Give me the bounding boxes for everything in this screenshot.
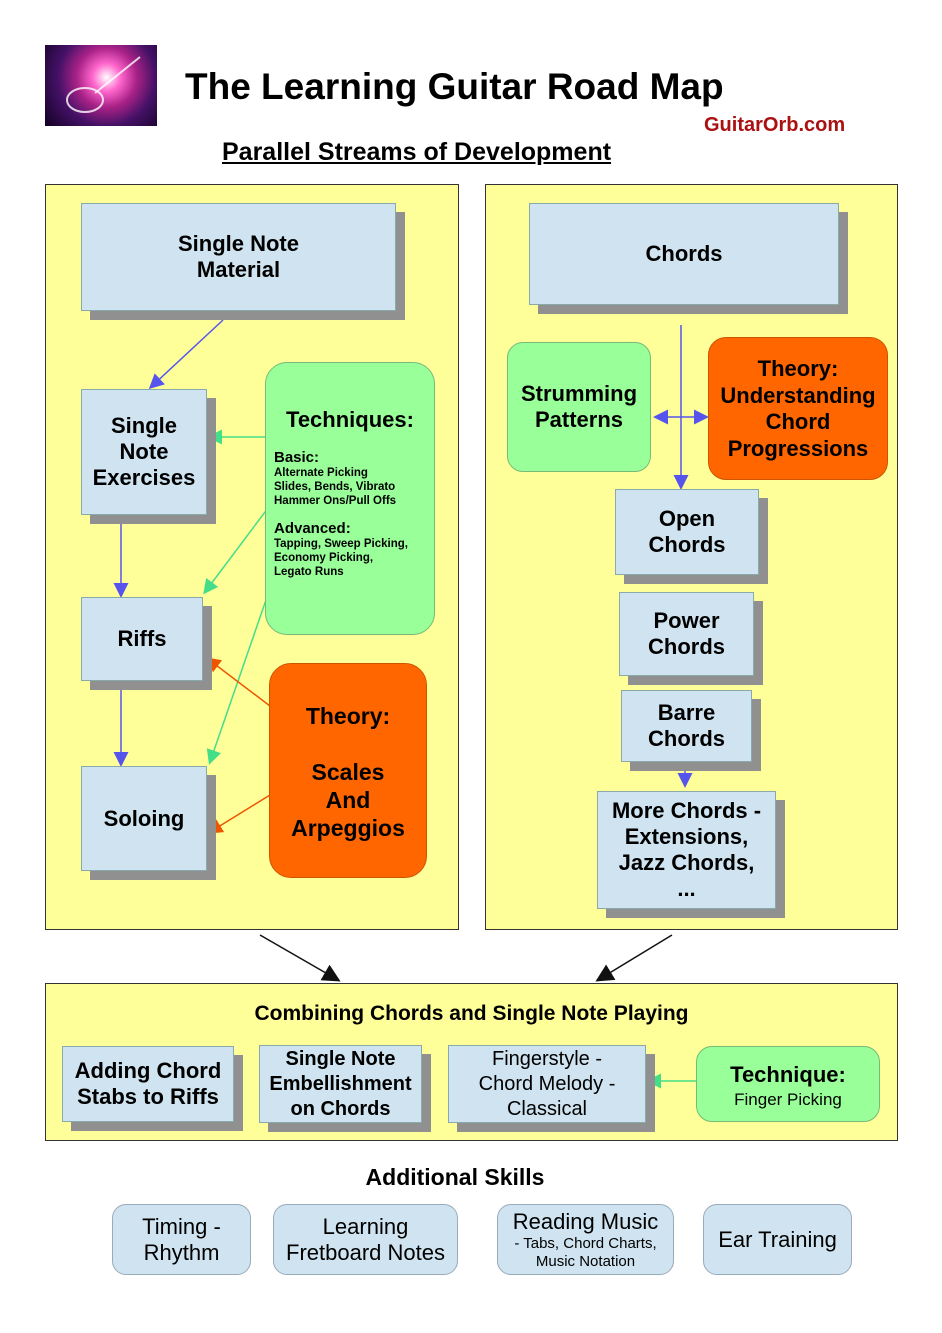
- site-name: GuitarOrb.com: [704, 114, 846, 136]
- finger-picking-body: Finger Picking: [734, 1090, 842, 1109]
- arrow: [595, 934, 673, 982]
- combining-title: Combining Chords and Single Note Playing: [254, 1002, 689, 1025]
- fingerstyle-box: Fingerstyle - Chord Melody - Classical: [448, 1045, 646, 1123]
- more-chords-box: More Chords - Extensions, Jazz Chords, .…: [597, 791, 776, 909]
- guitar-logo-icon: [45, 45, 157, 126]
- page-title: The Learning Guitar Road Map: [185, 66, 724, 107]
- chords-box: Chords: [529, 203, 839, 305]
- scales-theory-box: Theory: Scales And Arpeggios: [269, 663, 427, 878]
- techniques-box: Techniques: Basic: Alternate Picking Sli…: [265, 362, 435, 635]
- techniques-basic-items: Alternate Picking Slides, Bends, Vibrato…: [274, 467, 397, 507]
- techniques-title: Techniques:: [286, 407, 414, 432]
- barre-chords-box: Barre Chords: [621, 690, 752, 762]
- power-chords-box: Power Chords: [619, 592, 754, 676]
- additional-skills-title: Additional Skills: [365, 1164, 545, 1190]
- soloing-box: Soloing: [81, 766, 207, 871]
- single-note-material-box: Single Note Material: [81, 203, 396, 311]
- arrow: [203, 507, 269, 595]
- arrow: [205, 657, 271, 707]
- riffs-box: Riffs: [81, 597, 203, 681]
- scales-theory-title: Theory:: [305, 703, 391, 729]
- reading-music-sub: - Tabs, Chord Charts, Music Notation: [514, 1234, 657, 1270]
- arrow: [148, 319, 224, 390]
- strumming-patterns-box: Strumming Patterns: [507, 342, 651, 472]
- timing-rhythm-box: Timing - Rhythm: [112, 1204, 251, 1275]
- single-note-exercises-box: Single Note Exercises: [81, 389, 207, 515]
- open-chords-box: Open Chords: [615, 489, 759, 575]
- finger-picking-technique-box: Technique: Finger Picking: [696, 1046, 880, 1122]
- embellishment-box: Single Note Embellishment on Chords: [259, 1045, 422, 1123]
- arrow: [259, 934, 341, 982]
- chord-theory-box: Theory: Understanding Chord Progressions: [708, 337, 888, 480]
- arrow: [207, 794, 271, 834]
- reading-music-box: Reading Music - Tabs, Chord Charts, Musi…: [497, 1204, 674, 1275]
- techniques-advanced-items: Tapping, Sweep Picking, Economy Picking,…: [274, 538, 408, 578]
- chord-stabs-box: Adding Chord Stabs to Riffs: [62, 1046, 234, 1122]
- finger-picking-title: Technique:: [730, 1062, 846, 1087]
- fretboard-notes-box: Learning Fretboard Notes: [273, 1204, 458, 1275]
- reading-music-title: Reading Music: [512, 1208, 659, 1234]
- techniques-basic-label: Basic:: [274, 449, 320, 466]
- subtitle: Parallel Streams of Development: [222, 138, 612, 166]
- techniques-advanced-label: Advanced:: [274, 520, 351, 537]
- scales-theory-body: Scales And Arpeggios: [291, 759, 405, 841]
- ear-training-box: Ear Training: [703, 1204, 852, 1275]
